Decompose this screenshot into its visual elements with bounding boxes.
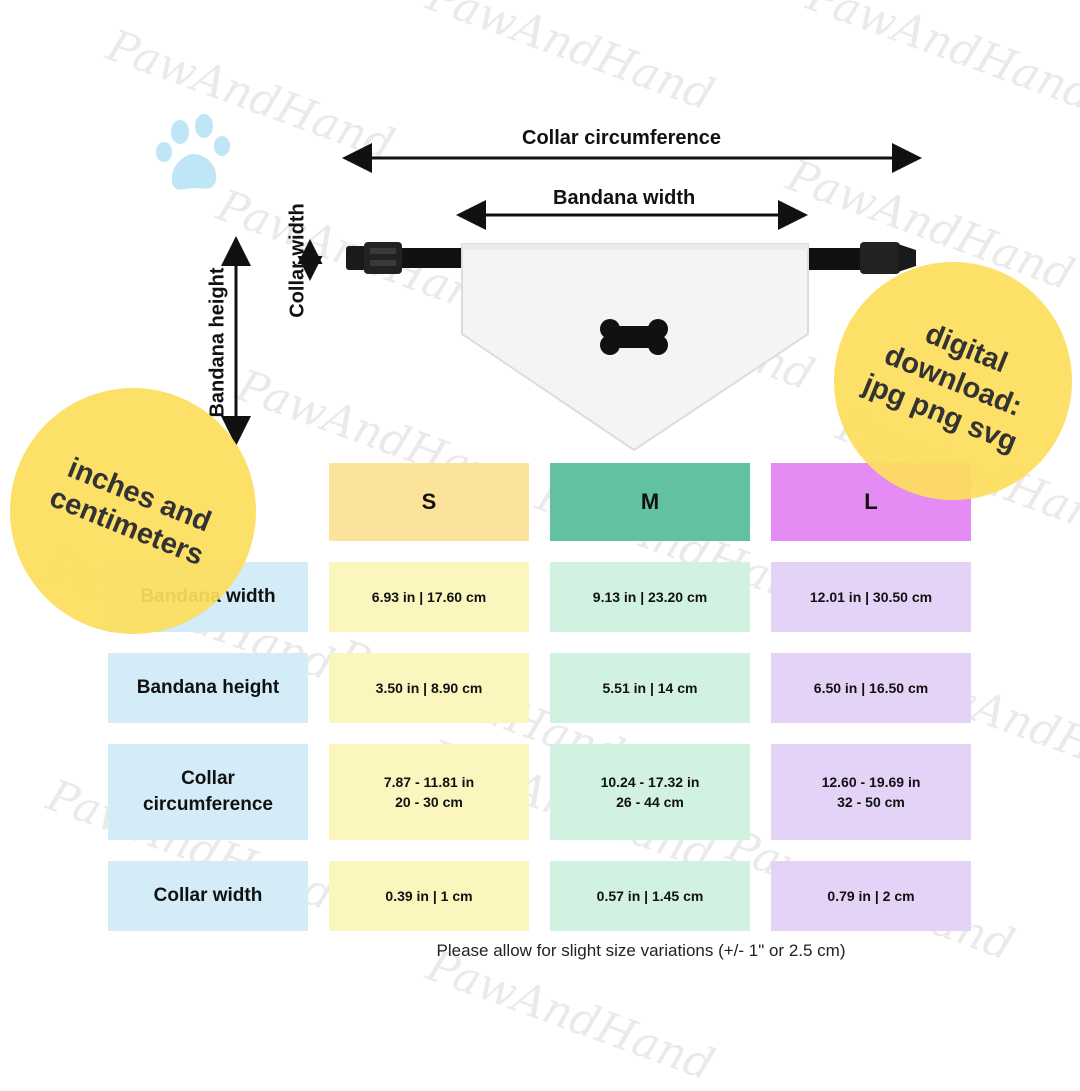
table-cell: 6.50 in | 16.50 cm <box>771 653 971 723</box>
table-cell: 9.13 in | 23.20 cm <box>550 562 750 632</box>
download-badge: digital download: jpg png svg <box>834 262 1072 500</box>
table-cell: 12.60 - 19.69 in 32 - 50 cm <box>771 744 971 840</box>
table-cell: 0.79 in | 2 cm <box>771 861 971 931</box>
bone-icon <box>600 319 668 355</box>
units-badge-text: inches and centimeters <box>45 452 216 573</box>
row-label-collar-circumference: Collar circumference <box>108 744 308 840</box>
table-cell: 0.39 in | 1 cm <box>329 861 529 931</box>
row-label-bandana-height: Bandana height <box>108 653 308 723</box>
size-variation-note: Please allow for slight size variations … <box>436 941 846 960</box>
bandana-illustration <box>346 242 916 452</box>
table-cell: 10.24 - 17.32 in 26 - 44 cm <box>550 744 750 840</box>
dimension-arrows <box>221 143 922 446</box>
buckle-left-icon <box>346 242 402 274</box>
size-header-m: M <box>550 463 750 541</box>
row-label-collar-width: Collar width <box>108 861 308 931</box>
table-cell: 0.57 in | 1.45 cm <box>550 861 750 931</box>
collar-width-label: Collar width <box>286 203 309 318</box>
buckle-right-icon <box>860 242 916 274</box>
watermark-text: PawAndHand <box>420 940 721 1091</box>
download-badge-text: digital download: jpg png svg <box>858 317 1027 459</box>
units-badge: inches and centimeters <box>10 388 256 634</box>
table-cell: 3.50 in | 8.90 cm <box>329 653 529 723</box>
paw-icon <box>156 114 230 190</box>
table-cell: 12.01 in | 30.50 cm <box>771 562 971 632</box>
table-cell: 7.87 - 11.81 in 20 - 30 cm <box>329 744 529 840</box>
size-header-s: S <box>329 463 529 541</box>
table-cell: 6.93 in | 17.60 cm <box>329 562 529 632</box>
bandana-width-label: Bandana width <box>553 187 696 209</box>
table-cell: 5.51 in | 14 cm <box>550 653 750 723</box>
collar-circumference-label: Collar circumference <box>522 127 721 149</box>
